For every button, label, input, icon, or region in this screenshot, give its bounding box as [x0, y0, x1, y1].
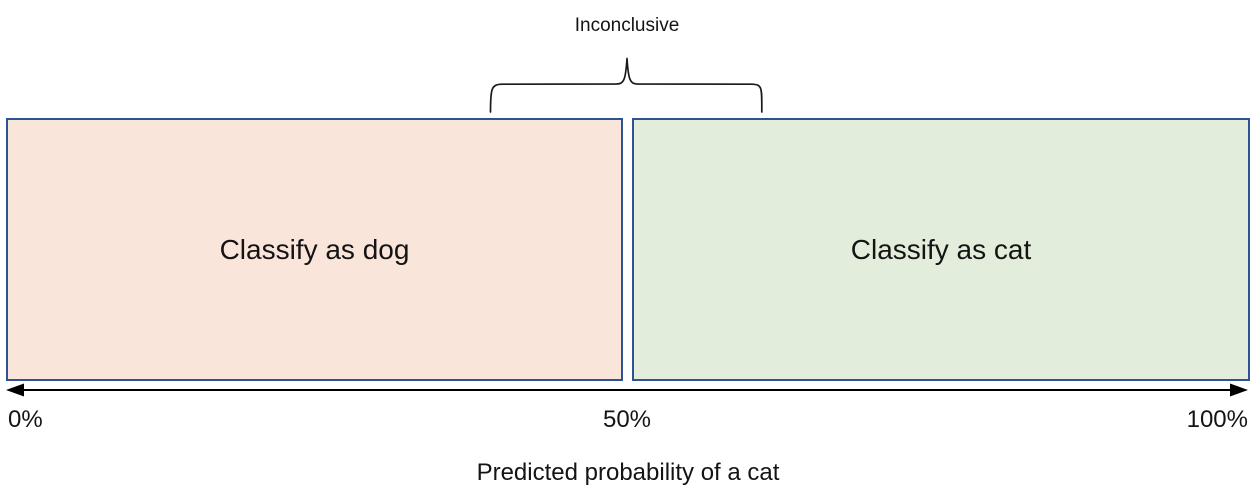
- region-label-dog: Classify as dog: [219, 233, 410, 265]
- axis-tick-0: 0%: [8, 406, 43, 433]
- region-classify-as-dog[interactable]: Classify as dog: [6, 118, 623, 381]
- inconclusive-label: Inconclusive: [574, 15, 680, 36]
- region-label-cat: Classify as cat: [850, 233, 1032, 265]
- axis-caption: Predicted probability of a cat: [476, 459, 780, 486]
- axis-tick-50: 50%: [602, 406, 652, 433]
- inconclusive-brace-icon: [489, 57, 763, 113]
- axis-double-arrow-icon: [6, 383, 1248, 397]
- region-classify-as-cat[interactable]: Classify as cat: [632, 118, 1250, 381]
- axis-tick-100: 100%: [1186, 406, 1248, 433]
